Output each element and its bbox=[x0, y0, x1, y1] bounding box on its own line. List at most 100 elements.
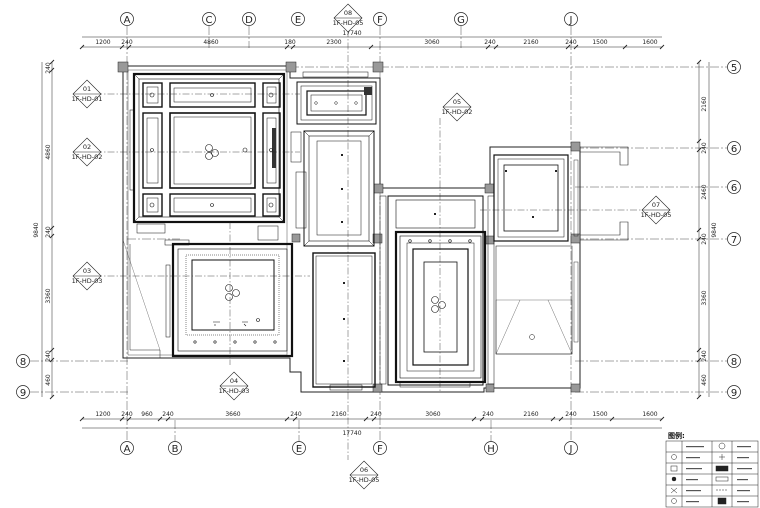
section-mark-07: 07 1F-HD-05 bbox=[641, 195, 672, 225]
axis-label-bot-5: H bbox=[487, 444, 495, 455]
dim-left-total: 9840 bbox=[33, 222, 40, 237]
axis-bubble-j-bottom bbox=[564, 441, 578, 455]
section-mark-02-num: 02 bbox=[83, 143, 91, 151]
axis-label-side-6: 9 bbox=[731, 388, 737, 399]
dim-left-6: 460 bbox=[45, 374, 52, 386]
axis-bubble-g-top bbox=[454, 12, 468, 26]
axis-label-bot-6: J bbox=[569, 444, 573, 455]
section-mark-04-num: 04 bbox=[230, 377, 238, 385]
axis-label-top-6: G bbox=[457, 15, 465, 26]
building-walls bbox=[117, 61, 629, 393]
axis-label-top-3: D bbox=[245, 15, 253, 26]
dim-left-5: 240 bbox=[45, 350, 52, 362]
axis-bubble-c-top bbox=[202, 12, 216, 26]
axis-labels-bottom: A B E F H J bbox=[124, 444, 573, 455]
dim-left-4: 3360 bbox=[45, 288, 52, 303]
axis-bubble-9-left bbox=[16, 385, 30, 399]
axis-label-side-1: 5 bbox=[731, 63, 737, 74]
dim-right-6: 240 bbox=[701, 350, 708, 362]
dim-top-2: 240 bbox=[121, 39, 133, 46]
dim-bot-total: 17740 bbox=[342, 430, 361, 437]
dim-bot-1: 1200 bbox=[95, 411, 110, 418]
section-mark-07-num: 07 bbox=[652, 201, 660, 209]
dim-top-11: 1600 bbox=[642, 39, 657, 46]
axis-bubble-a-top bbox=[120, 12, 134, 26]
axis-bubble-8-left bbox=[16, 354, 30, 368]
dim-top-7: 240 bbox=[484, 39, 496, 46]
axis-label-top-5: F bbox=[377, 15, 383, 26]
ceiling-room-top-left bbox=[129, 72, 307, 241]
axis-bubble-5-right bbox=[727, 60, 741, 74]
dim-bot-12: 240 bbox=[565, 411, 577, 418]
dim-bot-9: 3060 bbox=[425, 411, 440, 418]
dim-top-3: 4860 bbox=[203, 39, 218, 46]
axis-bubble-j-top bbox=[564, 12, 578, 26]
axis-bubble-e-top bbox=[291, 12, 305, 26]
dim-top-8: 2160 bbox=[523, 39, 538, 46]
dim-left-1: 240 bbox=[45, 62, 52, 74]
section-mark-06-ref: 1F-HD-05 bbox=[349, 476, 380, 484]
dim-top-1: 1200 bbox=[95, 39, 110, 46]
dim-top-9: 240 bbox=[565, 39, 577, 46]
axis-bubbles-bottom bbox=[120, 441, 578, 455]
section-mark-05-ref: 1F-HD-02 bbox=[442, 108, 473, 116]
axis-label-top-7: J bbox=[569, 15, 573, 26]
section-mark-01: 01 1F-HD-01 bbox=[72, 79, 102, 109]
legend-title: 图例: bbox=[668, 431, 685, 440]
ceiling-room-top-center bbox=[296, 71, 377, 125]
dim-bot-8: 240 bbox=[370, 411, 382, 418]
left-dimension-labels: 240 4860 240 3360 240 460 9840 bbox=[33, 62, 52, 386]
dim-bot-4: 240 bbox=[162, 411, 174, 418]
axis-label-bot-2: B bbox=[172, 444, 179, 455]
axis-label-bot-3: E bbox=[296, 444, 302, 455]
section-mark-06-num: 06 bbox=[360, 466, 368, 474]
dim-right-7: 460 bbox=[701, 374, 708, 386]
dim-bot-7: 2160 bbox=[331, 411, 346, 418]
bottom-dimension-labels: 1200 240 960 240 3660 240 2160 240 3060 … bbox=[95, 411, 657, 437]
axis-bubble-f-top bbox=[373, 12, 387, 26]
section-mark-08: 08 1F-HD-05 bbox=[333, 3, 364, 33]
dim-right-5: 3360 bbox=[701, 290, 708, 305]
axis-bubble-7-right bbox=[727, 232, 741, 246]
axis-labels-top: A C D E F G J bbox=[124, 15, 573, 26]
dim-bot-6: 240 bbox=[290, 411, 302, 418]
section-mark-06: 06 1F-HD-05 bbox=[349, 460, 380, 490]
ceiling-corridor-center bbox=[303, 130, 376, 391]
legend-table bbox=[665, 440, 759, 508]
section-mark-01-num: 01 bbox=[83, 85, 91, 93]
axis-label-side-4: 7 bbox=[731, 235, 737, 246]
dim-left-3: 240 bbox=[45, 226, 52, 238]
dim-top-6: 3060 bbox=[424, 39, 439, 46]
dim-bot-11: 2160 bbox=[523, 411, 538, 418]
dim-bot-5: 3660 bbox=[225, 411, 240, 418]
axis-bubble-6b-right bbox=[727, 180, 741, 194]
axis-bubble-b-bottom bbox=[168, 441, 182, 455]
dim-bot-3: 960 bbox=[141, 411, 153, 418]
axis-bubble-8-right bbox=[727, 354, 741, 368]
section-mark-03-ref: 1F-HD-03 bbox=[72, 277, 103, 285]
axis-bubbles-top bbox=[120, 12, 578, 26]
section-mark-03-num: 03 bbox=[83, 267, 91, 275]
section-mark-07-ref: 1F-HD-05 bbox=[641, 211, 672, 219]
section-mark-02-ref: 1F-HD-02 bbox=[72, 153, 103, 161]
axis-bubble-h-bottom bbox=[484, 441, 498, 455]
dim-bot-14: 1600 bbox=[642, 411, 657, 418]
dim-bot-2: 240 bbox=[121, 411, 133, 418]
dim-right-2: 240 bbox=[701, 142, 708, 154]
dim-left-2: 4860 bbox=[45, 144, 52, 159]
axis-bubble-d-top bbox=[242, 12, 256, 26]
dim-right-4: 240 bbox=[701, 233, 708, 245]
axis-label-side-5: 8 bbox=[731, 357, 737, 368]
section-mark-04-ref: 1F-HD-03 bbox=[219, 387, 250, 395]
dim-right-1: 2160 bbox=[701, 96, 708, 111]
top-dimension-labels: 1200 240 4860 180 2300 3060 240 2160 240… bbox=[95, 30, 657, 46]
axis-bubbles-side bbox=[16, 60, 741, 399]
axis-bubble-f-bottom bbox=[373, 441, 387, 455]
axis-label-side-3: 6 bbox=[731, 183, 737, 194]
dim-top-10: 1500 bbox=[592, 39, 607, 46]
dim-bot-13: 1500 bbox=[592, 411, 607, 418]
section-mark-08-ref: 1F-HD-05 bbox=[333, 19, 364, 27]
dim-top-total: 17740 bbox=[342, 30, 361, 37]
section-mark-05-num: 05 bbox=[453, 98, 461, 106]
axis-bubble-e-bottom bbox=[292, 441, 306, 455]
